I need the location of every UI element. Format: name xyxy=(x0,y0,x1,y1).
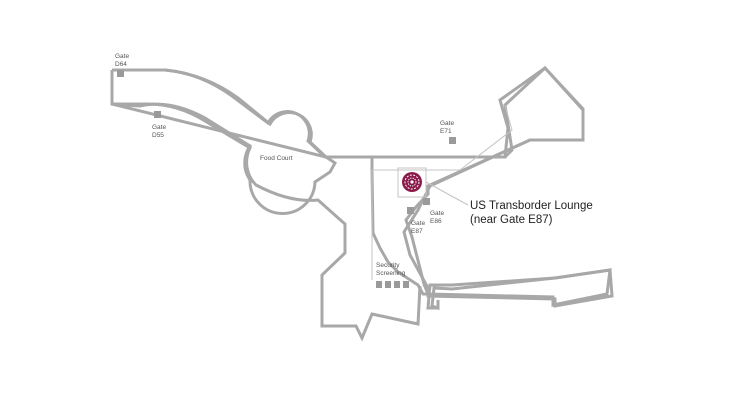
food-court-label: Food Court xyxy=(260,155,293,162)
gate-e71-number: E71 xyxy=(440,128,452,135)
gate-e87-marker[interactable] xyxy=(407,207,414,214)
gate-d55-marker[interactable] xyxy=(154,111,161,118)
east-concourse-outline xyxy=(325,66,614,311)
gate-d55-label: Gate xyxy=(152,124,166,131)
gate-d55-number: D55 xyxy=(152,132,164,139)
gate-e86-marker[interactable] xyxy=(423,198,430,205)
lounge-name-label[interactable]: US Transborder Lounge xyxy=(470,200,593,212)
security-lane-marker xyxy=(394,281,400,288)
gate-e71-marker[interactable] xyxy=(449,137,456,144)
security-label-line2: Screening xyxy=(376,270,406,277)
security-lane-marker xyxy=(385,281,391,288)
inner-corridor-line xyxy=(371,104,513,280)
terminal-outline xyxy=(111,65,612,310)
gate-e71-label: Gate xyxy=(440,120,454,127)
callout-line xyxy=(425,181,469,206)
lounge-box xyxy=(397,167,427,198)
gate-e86-label: Gate xyxy=(430,210,444,217)
security-lane-marker xyxy=(403,281,409,288)
gate-e87-number: E87 xyxy=(411,228,423,235)
security-label-line1: Security xyxy=(376,262,400,269)
lounge-location-label: (near Gate E87) xyxy=(470,214,553,226)
west-concourse-outline xyxy=(110,68,422,342)
gate-d64-marker[interactable] xyxy=(117,70,124,77)
security-lane-marker xyxy=(376,281,382,288)
gate-d64-label: Gate xyxy=(115,53,129,60)
lounge-marker-icon[interactable] xyxy=(402,172,422,192)
gate-d64-number: D64 xyxy=(115,61,127,68)
gate-e86-number: E86 xyxy=(430,218,442,225)
gate-e87-label: Gate xyxy=(411,220,425,227)
